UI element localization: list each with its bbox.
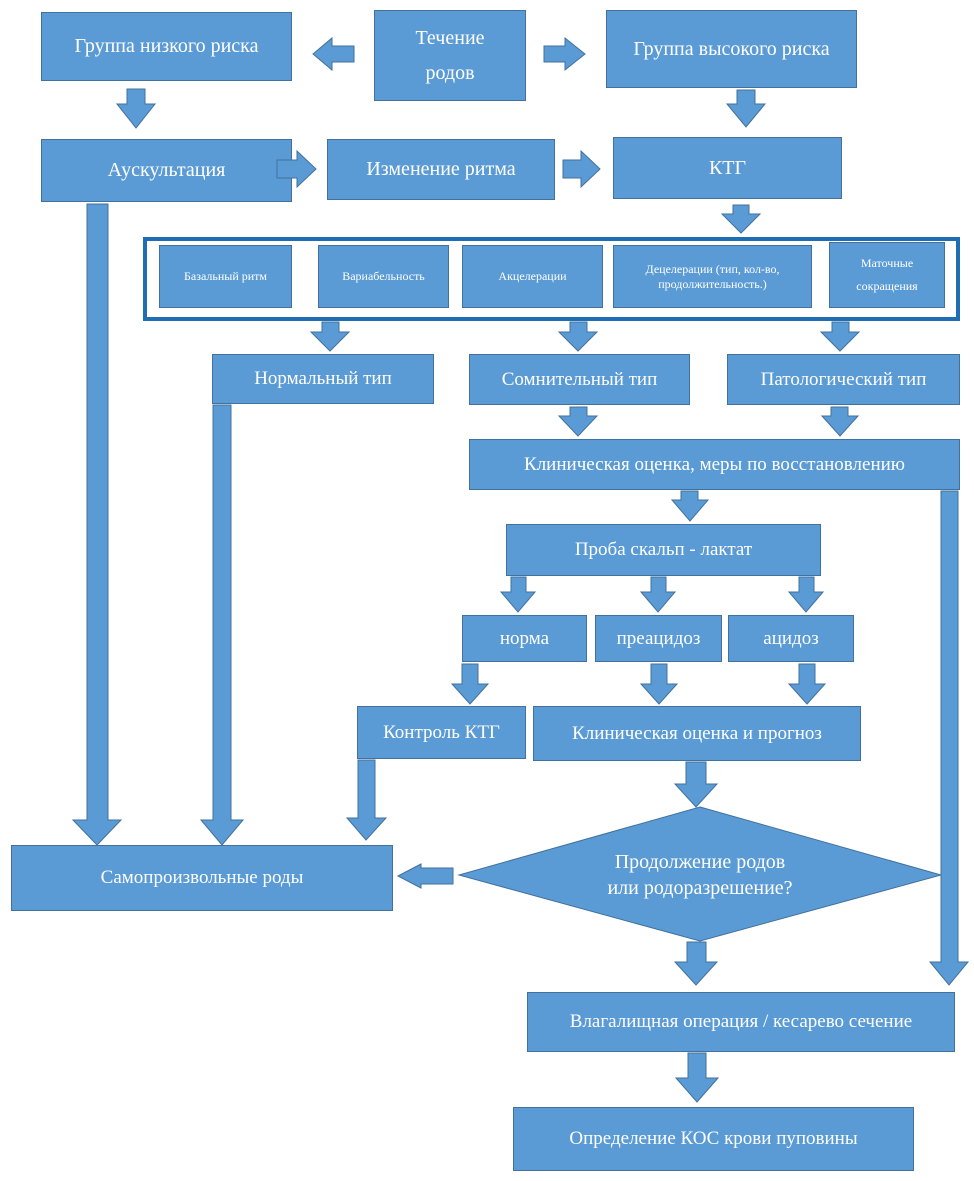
- clinical-assessment-prognosis-label: Клиническая оценка и прогноз: [572, 722, 822, 744]
- clinical-assessment-recovery-node: Клиническая оценка, меры по восстановлен…: [469, 439, 960, 490]
- acidosis-node: ацидоз: [728, 615, 854, 662]
- arrow-to-scalp-lactate: [670, 490, 710, 522]
- scalp-lactate-label: Проба скальп - лактат: [574, 539, 753, 561]
- decision-text: Продолжение родов или родоразрешение?: [530, 845, 870, 905]
- high-risk-group-node: Группа высокого риска: [606, 10, 857, 88]
- acidosis-label: ацидоз: [763, 627, 819, 649]
- variability-node: Вариабельность: [318, 245, 449, 308]
- arrow-decision-to-spontaneous: [396, 863, 454, 889]
- arrow-assessment-to-operation: [928, 490, 970, 986]
- spontaneous-delivery-node: Самопроизвольные роды: [11, 845, 393, 911]
- uterine-contractions-label-line2: сокращения: [856, 279, 918, 293]
- auscultation-label: Аускультация: [107, 159, 226, 181]
- arrow-pathological-to-assessment: [820, 406, 860, 437]
- decision-diamond: [457, 806, 943, 942]
- arrow-rhythm-change-to-ctg: [562, 149, 601, 189]
- pathological-type-node: Патологический тип: [727, 354, 960, 405]
- spontaneous-delivery-label: Самопроизвольные роды: [100, 867, 304, 889]
- preacidosis-label: преацидоз: [616, 627, 701, 649]
- arrow-suspicious-to-assessment: [557, 406, 599, 437]
- pathological-type-label: Патологический тип: [760, 368, 927, 390]
- arrow-decision-to-operation: [673, 941, 719, 986]
- suspicious-type-label: Сомнительный тип: [501, 368, 658, 390]
- decision-label-line1: Продолжение родов: [614, 851, 786, 873]
- arrow-to-acidosis: [787, 576, 825, 613]
- vaginal-or-cesarean-label: Влагалищная операция / кесарево сечение: [569, 1011, 913, 1033]
- norm-node: норма: [462, 615, 587, 662]
- suspicious-type-node: Сомнительный тип: [469, 354, 690, 405]
- variability-label: Вариабельность: [342, 269, 425, 283]
- arrow-auscultation-to-spontaneous: [71, 203, 123, 846]
- norm-label: норма: [499, 627, 550, 649]
- ctg-label: КТГ: [708, 156, 747, 179]
- labor-course-label-line1: Течение: [415, 26, 485, 49]
- normal-type-label: Нормальный тип: [254, 368, 392, 390]
- rhythm-change-label: Изменение ритма: [366, 158, 516, 180]
- auscultation-node: Аускультация: [41, 139, 292, 202]
- low-risk-group-label: Группа низкого риска: [74, 35, 259, 57]
- accelerations-node: Акцелерации: [462, 245, 603, 308]
- clinical-assessment-recovery-label: Клиническая оценка, меры по восстановлен…: [524, 453, 905, 475]
- arrow-to-ctg-parameters: [720, 204, 762, 234]
- accelerations-label: Акцелерации: [498, 269, 567, 283]
- arrow-to-preacidosis: [639, 576, 677, 613]
- arrow-to-norm: [499, 576, 537, 613]
- clinical-assessment-prognosis-node: Клиническая оценка и прогноз: [533, 706, 861, 761]
- arrow-to-auscultation: [115, 88, 157, 129]
- arrow-preacidosis-to-prognosis: [639, 663, 679, 705]
- arrow-to-rhythm-change: [276, 149, 317, 189]
- arrow-norm-to-ctg-control: [450, 663, 490, 705]
- arrow-ctg-control-to-spontaneous: [345, 759, 388, 841]
- rhythm-change-node: Изменение ритма: [327, 139, 555, 200]
- vaginal-or-cesarean-node: Влагалищная операция / кесарево сечение: [527, 992, 955, 1052]
- high-risk-group-label: Группа высокого риска: [633, 37, 830, 60]
- arrow-to-ctg: [725, 89, 767, 128]
- low-risk-group-node: Группа низкого риска: [41, 12, 292, 81]
- ctg-parameters-frame: [143, 237, 960, 321]
- uterine-contractions-node: Маточные сокращения: [829, 242, 945, 308]
- arrow-to-high-risk: [543, 36, 586, 72]
- uterine-contractions-label-line1: Маточные: [860, 256, 914, 270]
- cord-blood-abg-node: Определение КОС крови пуповины: [513, 1107, 914, 1171]
- scalp-lactate-node: Проба скальп - лактат: [506, 524, 821, 576]
- ctg-control-label: Контроль КТГ: [383, 721, 500, 743]
- arrow-to-suspicious-type: [557, 321, 599, 352]
- arrow-to-cord-blood: [674, 1052, 720, 1103]
- preacidosis-node: преацидоз: [595, 615, 722, 662]
- decision-label-line2: или родоразрешение?: [607, 877, 793, 899]
- decelerations-label-line2: продолжительность.): [658, 276, 767, 291]
- normal-type-node: Нормальный тип: [212, 354, 434, 404]
- ctg-node: КТГ: [613, 137, 842, 199]
- arrow-acidosis-to-prognosis: [787, 663, 827, 705]
- labor-course-node: Течение родов: [374, 10, 526, 101]
- decelerations-label-line1: Децелерации (тип, кол-во,: [645, 261, 780, 276]
- basal-rhythm-label: Базальный ритм: [183, 269, 267, 283]
- arrow-to-normal-type: [309, 321, 351, 352]
- labor-course-label-line2: родов: [425, 61, 475, 84]
- arrow-to-pathological-type: [819, 321, 861, 352]
- cord-blood-abg-label: Определение КОС крови пуповины: [569, 1128, 858, 1150]
- arrow-to-low-risk: [312, 36, 355, 72]
- basal-rhythm-node: Базальный ритм: [159, 245, 292, 308]
- arrow-normal-to-spontaneous: [199, 404, 245, 846]
- ctg-control-node: Контроль КТГ: [357, 706, 526, 759]
- decelerations-node: Децелерации (тип, кол-во, продолжительно…: [613, 245, 812, 308]
- arrow-to-decision: [673, 761, 719, 808]
